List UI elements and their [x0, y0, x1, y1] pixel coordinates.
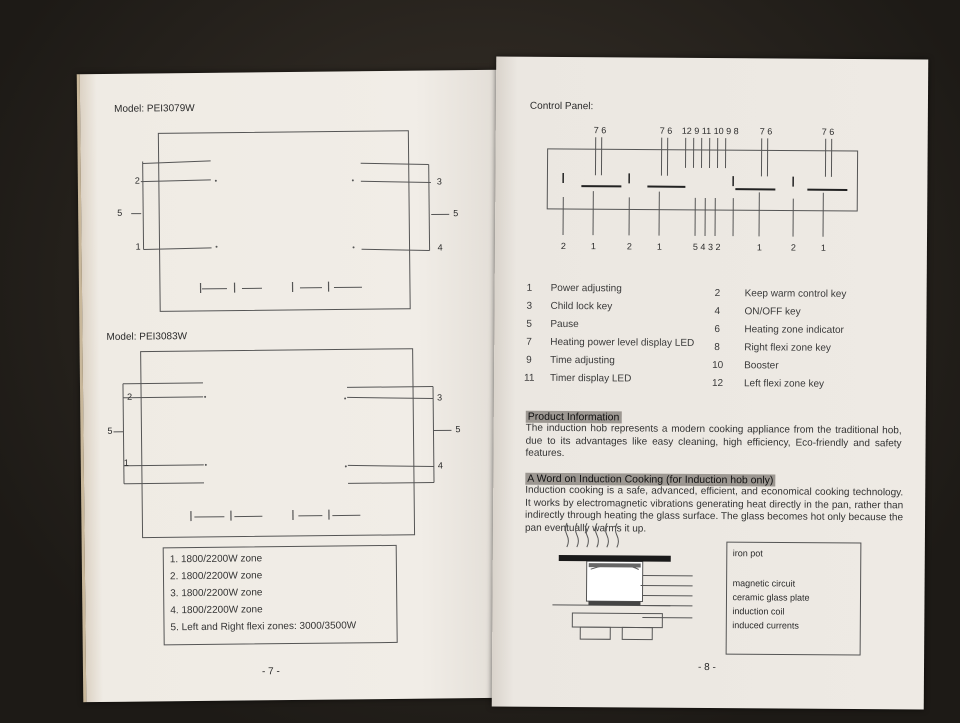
page-number-right: - 8 -	[697, 661, 716, 674]
induction-diagram	[552, 522, 862, 656]
zone-line-2: 2. 1800/2200W zone	[169, 570, 263, 583]
callout-4b: 4	[437, 460, 443, 471]
hob-diagram-2	[113, 348, 452, 539]
diagram-label-iron-pot: iron pot	[732, 548, 763, 559]
diagram-label-magnetic-circuit: magnetic circuit	[732, 578, 796, 589]
callout-5b-right: 5	[455, 424, 461, 435]
diagram-label-ceramic-glass-plate: ceramic glass plate	[732, 592, 810, 603]
right-page: Control Panel: 7 6 7 6 12 9 11 10 9 8 7 …	[491, 56, 929, 710]
callout-3b: 3	[437, 392, 443, 403]
diagram-label-induced-currents: induced currents	[732, 620, 799, 631]
page-number-left: - 7 -	[261, 666, 280, 678]
zone-line-1: 1. 1800/2200W zone	[169, 553, 263, 566]
callout-1b: 1	[123, 457, 129, 468]
callout-5b-left: 5	[107, 425, 113, 436]
diagram-label-induction-coil: induction coil	[732, 606, 785, 617]
callout-2b: 2	[127, 391, 133, 402]
zone-line-4: 4. 1800/2200W zone	[170, 604, 263, 617]
hob-diagram-1	[131, 130, 450, 312]
zone-spec-box: 1. 1800/2200W zone 2. 1800/2200W zone 3.…	[162, 544, 398, 646]
control-panel-diagram	[546, 137, 859, 237]
left-page: Model: PEI3079W	[76, 69, 507, 703]
zone-line-5: 5. Left and Right flexi zones: 3000/3500…	[170, 620, 357, 634]
zone-line-3: 3. 1800/2200W zone	[170, 587, 263, 600]
